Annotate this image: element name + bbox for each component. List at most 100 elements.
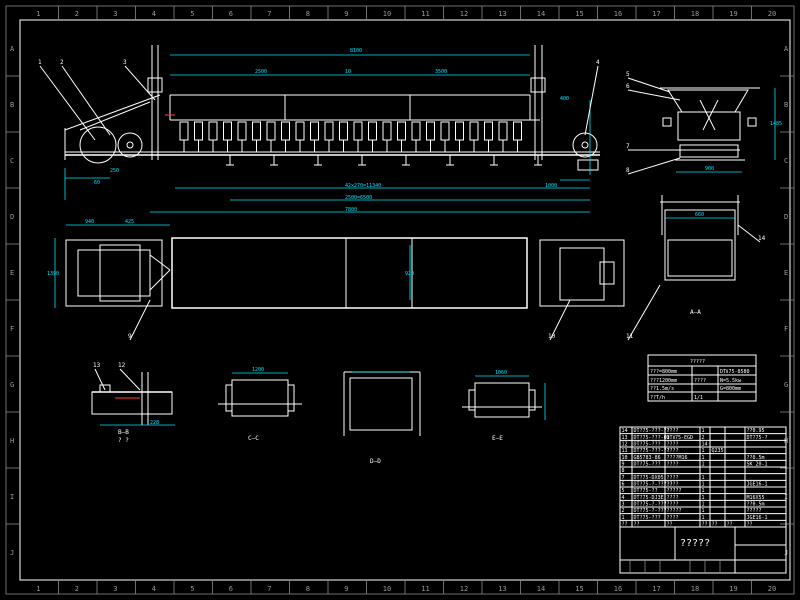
bom-cell-no: 2 <box>622 508 625 514</box>
snub-pulley <box>117 132 143 158</box>
idler <box>469 121 479 141</box>
spec-row-1-mark: ???? <box>694 378 706 384</box>
column-marker-top: 19 <box>729 10 737 18</box>
column-marker-top: 8 <box>306 10 310 18</box>
dim-sec-b: 228 <box>150 420 159 426</box>
column-marker-bottom: 5 <box>190 585 194 593</box>
row-marker-right: G <box>784 381 788 389</box>
section-dd: D—D <box>343 371 421 465</box>
bom-cell-note: JGE16-1 <box>747 515 768 521</box>
dim-plan-height: 1390 <box>47 271 59 277</box>
column-marker-top: 3 <box>113 10 117 18</box>
column-marker-bottom: 12 <box>460 585 468 593</box>
dim-plan-mid: 920 <box>405 271 414 277</box>
dim-bottom-1: 42x270=11340 <box>345 183 381 189</box>
column-marker-bottom: 15 <box>575 585 583 593</box>
column-marker-bottom: 19 <box>729 585 737 593</box>
title-block: ????? <box>619 526 787 574</box>
row-marker-left: F <box>10 325 14 333</box>
bom-cell-note: M16X55 <box>747 495 765 501</box>
bom-cell-note: DT?75-? <box>747 435 768 441</box>
bom-cell-code: DT?75-DX05 <box>634 475 664 481</box>
balloon-8: 8 <box>626 167 630 174</box>
column-marker-bottom: 20 <box>768 585 776 593</box>
idler <box>411 121 421 141</box>
dim-span-left: 2500 <box>255 69 267 75</box>
elevation-view: 8100 2500 3500 10 42x270=11340 2500=6500… <box>64 45 600 213</box>
row-marker-left: D <box>10 213 14 221</box>
bom-cell-name: ????M16 <box>667 455 688 461</box>
column-marker-bottom: 7 <box>267 585 271 593</box>
column-marker-top: 1 <box>36 10 40 18</box>
view-label-bb-sub: ? ? <box>118 437 129 444</box>
view-label-aa: A—A <box>690 309 701 316</box>
bom-cell-name: ???? <box>667 442 679 448</box>
bom-cell-qty: 1 <box>702 448 705 454</box>
balloon-11: 11 <box>626 333 634 340</box>
column-marker-bottom: 8 <box>306 585 310 593</box>
dim-plan-left-2: 425 <box>125 219 134 225</box>
bom-header-cell: ?? <box>622 522 628 528</box>
column-marker-bottom: 16 <box>614 585 622 593</box>
bom-cell-no: 10 <box>622 455 628 461</box>
view-label-cc: C—C <box>248 435 259 442</box>
column-marker-bottom: 18 <box>691 585 699 593</box>
idler <box>339 121 348 141</box>
bom-cell-note: ??0.5m <box>747 455 765 461</box>
idler <box>194 121 203 141</box>
row-marker-right: A <box>784 45 789 53</box>
column-marker-top: 11 <box>421 10 429 18</box>
column-marker-top: 12 <box>460 10 468 18</box>
balloon-14: 14 <box>758 235 766 242</box>
bom-cell-code: DT?75-DJ3E <box>634 495 664 501</box>
title-block-name: ????? <box>680 538 710 549</box>
row-marker-left: H <box>10 437 14 445</box>
balloon-9: 9 <box>128 333 132 340</box>
dim-right-1000: 1000 <box>545 183 557 189</box>
bom-cell-no: 1 <box>622 515 625 521</box>
spec-row-1-label: ???1200mm <box>650 378 677 384</box>
idler <box>397 121 406 141</box>
idler <box>223 121 232 141</box>
bom-cell-no: 13 <box>622 435 628 441</box>
view-label-ee: E—E <box>492 435 503 442</box>
view-label-dd: D—D <box>370 458 381 465</box>
bom-cell-note: ??0.5m <box>747 502 765 508</box>
column-marker-top: 4 <box>152 10 156 18</box>
spec-row-0-value: DTⅡ75-8580 <box>720 369 750 375</box>
row-marker-right: C <box>784 157 788 165</box>
column-marker-top: 6 <box>229 10 233 18</box>
section-bb: 228 B—B ? ? <box>91 372 175 444</box>
row-marker-right: B <box>784 101 788 109</box>
column-marker-bottom: 6 <box>229 585 233 593</box>
spec-row-0-label: ???=800mm <box>650 369 677 375</box>
idler <box>440 121 450 141</box>
bom-header-cell: ?? <box>667 522 673 528</box>
idler <box>295 121 305 141</box>
plan-view: 940 425 1390 920 <box>47 219 625 309</box>
column-marker-bottom: 2 <box>75 585 79 593</box>
row-marker-left: C <box>10 157 14 165</box>
bom-cell-qty: 14 <box>702 442 708 448</box>
column-marker-top: 10 <box>383 10 391 18</box>
column-marker-bottom: 13 <box>498 585 506 593</box>
spec-row-2-value: G=800mm <box>720 386 741 392</box>
section-cc: 1200 C—C <box>218 367 302 442</box>
dim-sec-c: 1200 <box>252 367 264 373</box>
column-marker-top: 18 <box>691 10 699 18</box>
bom-cell-no: 9 <box>622 462 625 468</box>
idler <box>179 121 189 141</box>
tail-pulley <box>79 126 117 164</box>
column-marker-bottom: 10 <box>383 585 391 593</box>
idler <box>426 121 435 141</box>
bom-cell-name: ????? <box>667 488 682 494</box>
spec-row-2-label: ??1.5m/s <box>650 386 674 392</box>
bom-cell-name: ???? <box>667 475 679 481</box>
spec-row-3-value: 1/1 <box>694 395 703 401</box>
balloon-6: 6 <box>626 83 630 90</box>
column-marker-top: 17 <box>652 10 660 18</box>
bom-cell-no: 7 <box>622 475 625 481</box>
